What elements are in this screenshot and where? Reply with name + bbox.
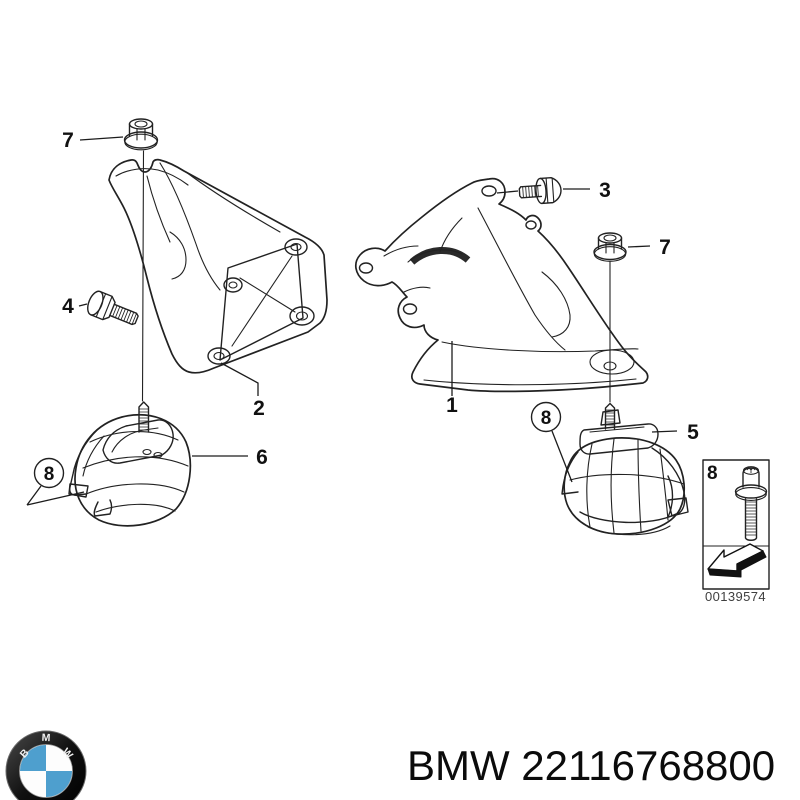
logo-letter-m: M [41, 732, 51, 744]
logo-quadrant-white-tr [46, 745, 72, 771]
inset-kit-box: 8 [702, 459, 770, 590]
leader-7-right [627, 245, 651, 248]
part-number-title: BMW 22116768800 [407, 742, 775, 789]
leader-5 [651, 430, 678, 433]
callout-1: 1 [446, 394, 458, 417]
leader-7-left [79, 136, 124, 141]
callout-5: 5 [687, 421, 699, 444]
leader-2 [220, 362, 259, 396]
callout-8-inset: 8 [707, 463, 718, 484]
part-bolt-left [87, 290, 139, 326]
callout-7-right: 7 [659, 236, 671, 259]
logo-quadrant-white-bl [20, 771, 46, 797]
bmw-logo: B M W [5, 730, 87, 800]
part-flange-nut-right [593, 232, 627, 262]
image-number: 00139574 [705, 589, 766, 604]
part-bolt-right [518, 176, 562, 205]
callout-8-left: 8 [44, 464, 55, 485]
part-flange-nut-left [123, 118, 159, 151]
logo-quadrant-blue-br [46, 771, 72, 797]
callout-6: 6 [256, 446, 268, 469]
construction-line-left [141, 150, 145, 402]
callout-8-right: 8 [541, 408, 552, 429]
logo-quadrant-blue-tl [20, 745, 46, 771]
part-engine-mount-left [68, 401, 192, 527]
kit-marker-left: 8 [26, 457, 85, 506]
callout-4: 4 [62, 295, 74, 318]
leader-4 [78, 303, 88, 307]
callout-2: 2 [253, 397, 265, 420]
direction-arrow-icon [707, 543, 767, 578]
part-torx-bolt-inset [734, 466, 768, 541]
leader-3-thread [496, 190, 519, 194]
callout-3: 3 [599, 179, 611, 202]
part-engine-bracket-right [354, 177, 649, 393]
callout-7-left: 7 [62, 129, 74, 152]
part-engine-mount-right [561, 402, 689, 536]
kit-marker-right: 8 [530, 401, 573, 483]
part-engine-bracket-left [108, 158, 328, 374]
